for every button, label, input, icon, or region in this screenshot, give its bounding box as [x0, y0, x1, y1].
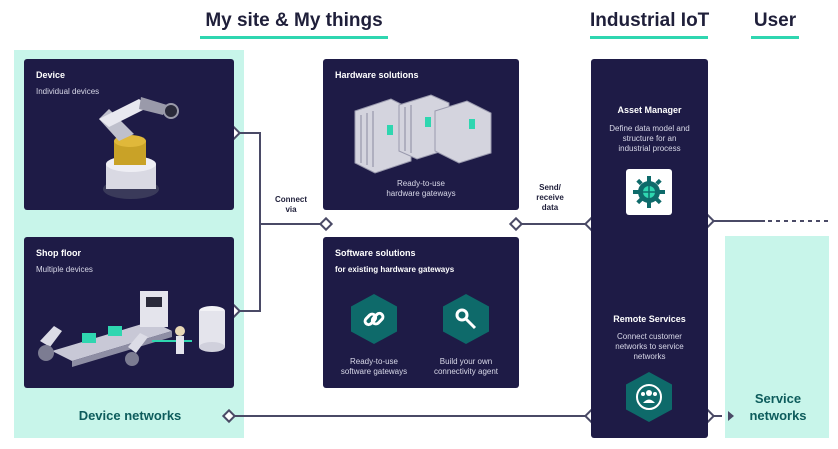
- people-network-icon: [626, 372, 672, 422]
- remote-services-description: Connect customer networks to service net…: [615, 332, 684, 361]
- service-networks-panel: [725, 236, 829, 438]
- hardware-gateways-illustration: [354, 94, 492, 174]
- robot-arm-illustration: [99, 97, 179, 199]
- device-card: Device Individual devices: [24, 59, 234, 210]
- asset-manager-description: Define data model and structure for an i…: [609, 124, 690, 153]
- send-receive-label: Send/ receive data: [536, 183, 564, 212]
- heading-my-site: My site & My things: [205, 10, 383, 31]
- remote-services-title: Remote Services: [613, 314, 686, 324]
- gear-globe-icon: [626, 169, 672, 215]
- device-networks-label: Device networks: [78, 408, 182, 423]
- shop-floor-illustration: [38, 291, 225, 367]
- software-solutions-title: Software solutions: [335, 248, 416, 258]
- hardware-solutions-title: Hardware solutions: [335, 70, 419, 80]
- shop-floor-card-subtitle: Multiple devices: [36, 265, 93, 274]
- software-solutions-card: Software solutions for existing hardware…: [323, 237, 519, 388]
- shop-floor-card: Shop floor Multiple devices: [24, 237, 234, 388]
- heading-industrial-iot: Industrial IoT: [590, 10, 710, 31]
- connect-via-label: Connect via: [275, 195, 307, 214]
- industrial-iot-column: Asset Manager Define data model and stru…: [591, 59, 708, 438]
- wrench-link-icon: [443, 294, 489, 344]
- hardware-solutions-card: Hardware solutions Ready-to-use hardware…: [323, 59, 519, 210]
- heading-underline: [200, 36, 388, 39]
- device-card-title: Device: [36, 70, 66, 80]
- connectivity-agent-caption: Build your own connectivity agent: [433, 357, 499, 376]
- heading-user: User: [753, 10, 797, 31]
- asset-manager-title: Asset Manager: [617, 105, 682, 115]
- device-card-subtitle: Individual devices: [36, 87, 100, 96]
- hardware-gateways-caption: Ready-to-use hardware gateways: [386, 179, 456, 198]
- software-solutions-subtitle: for existing hardware gateways: [335, 265, 455, 274]
- chain-link-icon: [351, 294, 397, 344]
- shop-floor-card-title: Shop floor: [36, 248, 81, 258]
- heading-underline: [590, 36, 708, 39]
- software-gateways-caption: Ready-to-use software gateways: [340, 357, 408, 376]
- service-networks-label: Service networks: [749, 391, 807, 423]
- heading-underline: [751, 36, 799, 39]
